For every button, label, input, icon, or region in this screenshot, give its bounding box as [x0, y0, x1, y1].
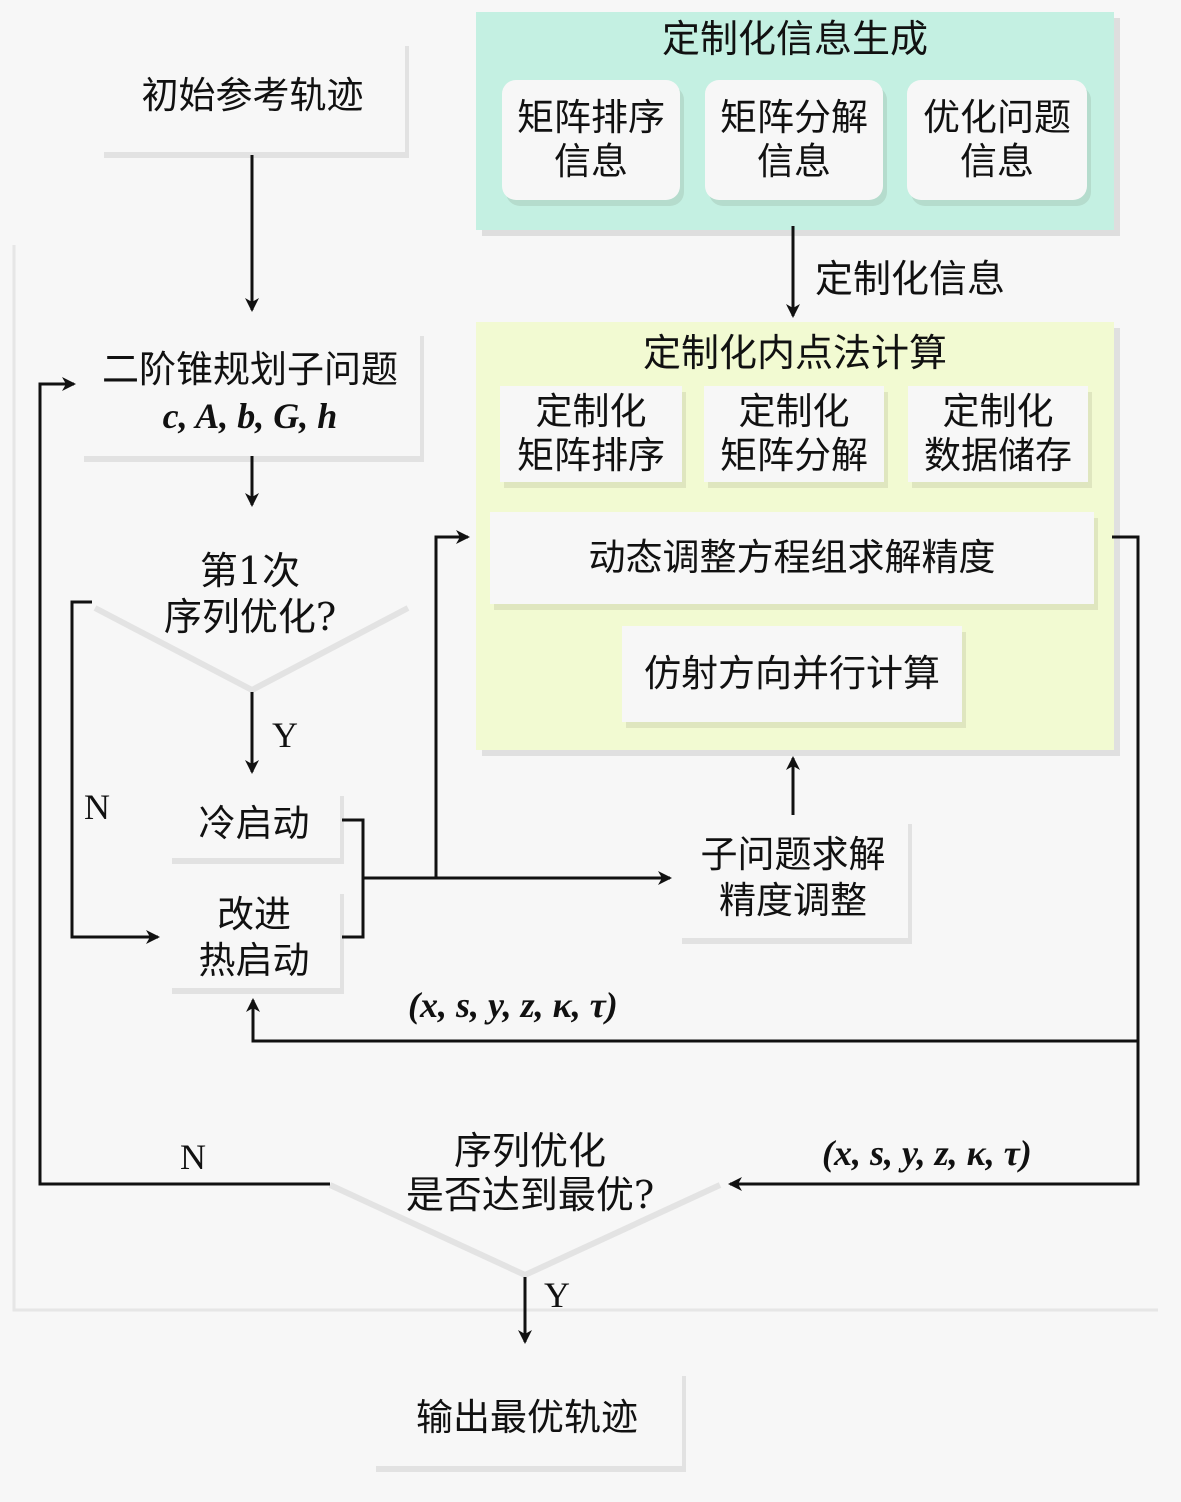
optimization-problem-info-box: 优化问题信息 — [907, 80, 1087, 200]
affine-parallel-text: 仿射方向并行计算 — [644, 652, 940, 695]
custom-matrix-ordering-box: 定制化矩阵排序 — [500, 386, 682, 482]
first-seq-opt-diamond — [93, 605, 410, 694]
custom-data-storage-line2: 数据储存 — [924, 434, 1072, 477]
matrix-factorization-info-box: 矩阵分解信息 — [705, 80, 883, 200]
custom-data-storage-line1: 定制化 — [942, 390, 1054, 433]
custom-info-generation-title: 定制化信息生成 — [661, 17, 928, 61]
optimization-problem-info-line2: 信息 — [960, 140, 1034, 183]
custom-data-storage-box: 定制化数据储存 — [908, 386, 1088, 482]
no-label-1: N — [84, 787, 110, 827]
warm-start-line2: 热启动 — [198, 939, 310, 982]
matrix-factorization-info-line2: 信息 — [757, 140, 831, 183]
outer-frame — [12, 245, 1158, 1312]
arrow-ipm-to-converged — [728, 535, 1140, 1191]
optimization-problem-info-line1: 优化问题 — [923, 96, 1071, 139]
converged-line2: 是否达到最优? — [405, 1173, 655, 1217]
yes-label-1: Y — [272, 715, 298, 755]
custom-matrix-factorization-line2: 矩阵分解 — [720, 434, 868, 477]
output-text: 输出最优轨迹 — [416, 1396, 638, 1439]
dynamic-precision-text: 动态调整方程组求解精度 — [588, 536, 996, 579]
precision-adjust-node: 子问题求解精度调整 — [678, 818, 908, 938]
custom-matrix-factorization-line1: 定制化 — [738, 390, 850, 433]
initial-trajectory-text: 初始参考轨迹 — [141, 74, 364, 117]
arrow-to-ipm — [434, 530, 470, 878]
socp-subproblem-text: 二阶锥规划子问题 — [102, 348, 398, 391]
no-label-2: N — [180, 1137, 206, 1177]
yes-label-2: Y — [544, 1275, 570, 1315]
matrix-ordering-info-line1: 矩阵排序 — [517, 96, 665, 139]
custom-info-edge-label: 定制化信息 — [815, 257, 1006, 301]
solution-vars-label-2: (x, s, y, z, κ, τ) — [822, 1133, 1032, 1173]
first-seq-opt-line2: 序列优化? — [163, 595, 337, 639]
warm-start-line1: 改进 — [217, 893, 291, 936]
arrow-no-to-warm-start — [70, 600, 160, 944]
initial-trajectory-node: 初始参考轨迹 — [100, 40, 405, 152]
first-seq-opt-line1: 第1次 — [199, 549, 301, 593]
custom-matrix-ordering-line1: 定制化 — [535, 390, 647, 433]
cold-start-node: 冷启动 — [168, 790, 340, 858]
start-merge-bracket — [342, 818, 365, 939]
affine-parallel-box: 仿射方向并行计算 — [622, 626, 962, 722]
socp-subproblem-node: 二阶锥规划子问题 c, A, b, G, h — [80, 330, 420, 456]
socp-params-text: c, A, b, G, h — [162, 396, 338, 436]
custom-matrix-ordering-line2: 矩阵排序 — [517, 434, 665, 477]
matrix-ordering-info-line2: 信息 — [554, 140, 628, 183]
precision-adjust-line1: 子问题求解 — [700, 833, 886, 876]
matrix-factorization-info-line1: 矩阵分解 — [720, 96, 868, 139]
dynamic-precision-box: 动态调整方程组求解精度 — [490, 512, 1094, 604]
warm-start-node: 改进热启动 — [168, 888, 340, 988]
cold-start-text: 冷启动 — [198, 802, 310, 845]
arrow-no-to-socp — [38, 377, 330, 1186]
arrow-feedback-to-warm-start — [246, 998, 1138, 1043]
precision-adjust-line2: 精度调整 — [719, 879, 867, 922]
custom-ipm-title: 定制化内点法计算 — [642, 331, 947, 375]
converged-line1: 序列优化 — [453, 1129, 606, 1173]
custom-matrix-factorization-box: 定制化矩阵分解 — [704, 386, 884, 482]
converged-diamond — [328, 1182, 722, 1279]
matrix-ordering-info-box: 矩阵排序信息 — [502, 80, 680, 200]
solution-vars-label-1: (x, s, y, z, κ, τ) — [408, 985, 618, 1025]
output-node: 输出最优轨迹 — [372, 1370, 682, 1466]
